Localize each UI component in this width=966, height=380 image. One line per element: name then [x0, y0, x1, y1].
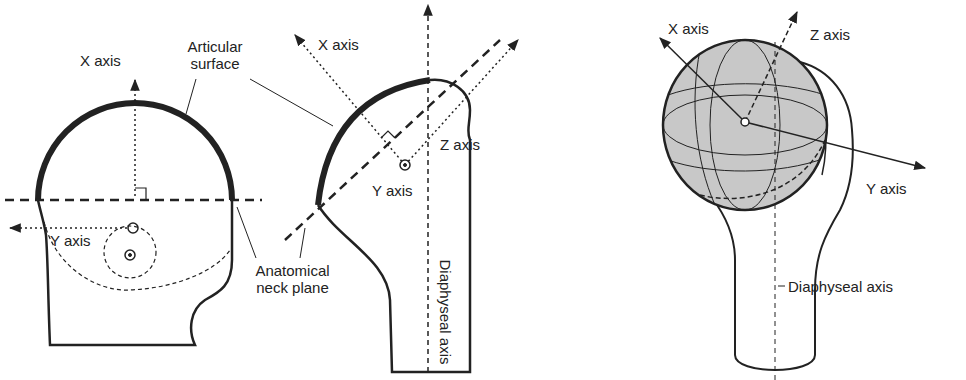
right-view: [660, 12, 925, 380]
axis-label: Diaphyseal axis: [788, 278, 893, 295]
axis-label: Diaphyseal axis: [437, 259, 454, 364]
axis-label: X axis: [668, 20, 709, 37]
axis-label: X axis: [80, 52, 121, 69]
left-view: [5, 79, 333, 345]
middle-view: [285, 5, 518, 372]
axis-label: Z axis: [810, 26, 850, 43]
axis-label: Y axis: [50, 232, 91, 249]
axis-label: Y axis: [372, 182, 413, 199]
axis-label: Z axis: [440, 136, 480, 153]
part-label: Articular surface: [165, 38, 265, 72]
part-label: Anatomical neck plane: [240, 262, 345, 296]
axis-label: X axis: [318, 36, 359, 53]
axis-label: Y axis: [866, 180, 907, 197]
